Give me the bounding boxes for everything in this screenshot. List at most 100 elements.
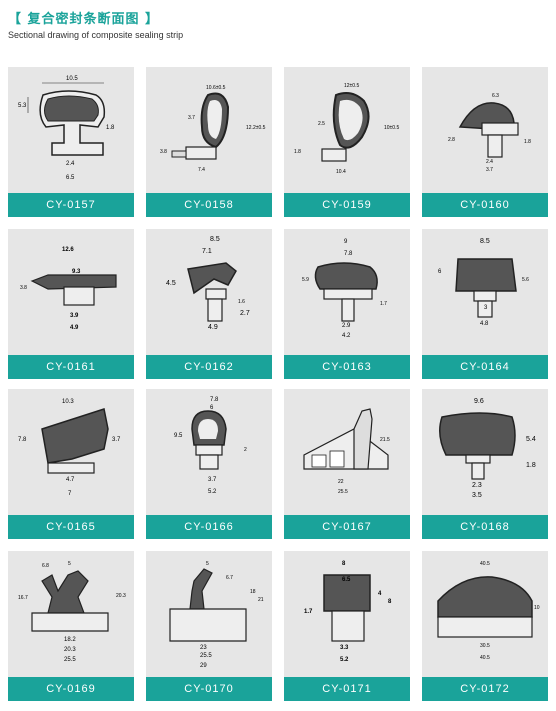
product-grid: 10.5 5.3 1.8 2.4 6.5 CY-0157 10.6±0.5 3.…: [8, 67, 548, 701]
dim-label: 12.2±0.5: [246, 125, 266, 131]
dim-label: 12±0.5: [344, 83, 359, 89]
product-card[interactable]: 6.8 5 16.7 20.3 18.2 20.3 25.5 CY-0169: [8, 551, 134, 701]
dim-label: 5.4: [526, 436, 536, 443]
dim-label: 9.6: [474, 398, 484, 405]
section-drawing: 12±0.5 10±0.5 2.5 1.8 10.4: [294, 83, 399, 175]
product-card[interactable]: 12±0.5 10±0.5 2.5 1.8 10.4 CY-0159: [284, 67, 410, 217]
dim-label: 2.8: [448, 137, 455, 143]
dim-label: 2.4: [66, 161, 75, 167]
dim-label: 4.5: [166, 280, 176, 287]
dim-label: 21.5: [380, 437, 390, 443]
dim-label: 7.1: [202, 248, 212, 255]
section-drawing: 6.3 2.8 3.7 2.4 1.8: [448, 93, 531, 173]
dim-label: 7: [68, 491, 72, 497]
product-card[interactable]: 12.6 9.3 3.8 3.9 4.9 CY-0161: [8, 229, 134, 379]
product-code: CY-0168: [422, 515, 548, 539]
product-code: CY-0163: [284, 355, 410, 379]
product-card[interactable]: 6.3 2.8 3.7 2.4 1.8 CY-0160: [422, 67, 548, 217]
dim-label: 9.5: [174, 433, 183, 439]
product-code: CY-0169: [8, 677, 134, 701]
product-code: CY-0158: [146, 193, 272, 217]
section-drawing: 8 6.5 4 8 1.7 3.3 5.2: [304, 561, 392, 663]
dim-label: 8.5: [210, 236, 220, 243]
dim-label: 21: [258, 597, 264, 603]
dim-label: 5: [68, 561, 71, 567]
dim-label: 1.8: [294, 149, 301, 155]
dim-label: 6.7: [226, 575, 233, 581]
section-drawing: 12.6 9.3 3.8 3.9 4.9: [20, 247, 117, 331]
dim-label: 6.5: [66, 175, 75, 181]
product-card[interactable]: 40.5 10 30.5 40.5 CY-0172: [422, 551, 548, 701]
dim-label: 23: [200, 645, 207, 651]
product-card[interactable]: 9.6 5.4 1.8 2.3 3.5 CY-0168: [422, 389, 548, 539]
dim-label: 5: [206, 561, 209, 567]
dim-label: 25.5: [338, 489, 348, 495]
section-drawing: 6.8 5 16.7 20.3 18.2 20.3 25.5: [18, 561, 126, 663]
dim-label: 3.8: [160, 149, 167, 155]
product-card[interactable]: 7.8 6 9.5 2 3.7 5.2 CY-0166: [146, 389, 272, 539]
product-code: CY-0161: [8, 355, 134, 379]
product-code: CY-0160: [422, 193, 548, 217]
product-card[interactable]: 5 6.7 18 21 23 25.5 29 CY-0170: [146, 551, 272, 701]
product-code: CY-0162: [146, 355, 272, 379]
section-drawing: 5 6.7 18 21 23 25.5 29: [169, 561, 264, 669]
product-card[interactable]: 8.5 7.1 4.5 2.7 4.9 1.6 CY-0162: [146, 229, 272, 379]
section-drawing: 10.6±0.5 3.7 12.2±0.5 7.4 3.8: [160, 85, 266, 173]
dim-label: 25.5: [200, 653, 212, 659]
dim-label: 10.6±0.5: [206, 85, 226, 91]
dim-label: 3.7: [486, 167, 493, 173]
dim-label: 7.8: [210, 397, 219, 403]
dim-label: 4.2: [342, 333, 351, 339]
dim-label: 6: [438, 269, 442, 275]
dim-label: 10.3: [62, 399, 74, 405]
dim-label: 9.3: [72, 269, 81, 275]
dim-label: 20.3: [116, 593, 126, 599]
product-code: CY-0170: [146, 677, 272, 701]
product-code: CY-0171: [284, 677, 410, 701]
dim-label: 2.9: [342, 323, 351, 329]
dim-label: 8.5: [480, 238, 490, 245]
dim-label: 1.6: [238, 299, 245, 305]
dim-label: 10: [534, 605, 540, 611]
product-card[interactable]: 10.6±0.5 3.7 12.2±0.5 7.4 3.8 CY-0158: [146, 67, 272, 217]
dim-label: 6: [210, 405, 214, 411]
product-card[interactable]: 21.5 22 25.5 CY-0167: [284, 389, 410, 539]
product-code: CY-0172: [422, 677, 548, 701]
dim-label: 10±0.5: [384, 125, 399, 131]
product-card[interactable]: 10.3 7.8 3.7 4.7 7 CY-0165: [8, 389, 134, 539]
section-drawing: 8.5 7.1 4.5 2.7 4.9 1.6: [166, 236, 250, 331]
dim-label: 10.4: [336, 169, 346, 175]
dim-label: 16.7: [18, 595, 28, 601]
dim-label: 4.8: [480, 321, 489, 327]
dim-label: 2: [244, 447, 247, 453]
dim-label: 3.3: [340, 645, 349, 651]
dim-label: 3.8: [20, 285, 27, 291]
dim-label: 5.2: [340, 657, 349, 663]
dim-label: 4.7: [66, 477, 75, 483]
product-card[interactable]: 9 7.8 5.9 1.7 2.9 4.2 CY-0163: [284, 229, 410, 379]
dim-label: 2.3: [472, 482, 482, 489]
dim-label: 30.5: [480, 643, 490, 649]
dim-label: 3.5: [472, 492, 482, 499]
dim-label: 10.5: [66, 76, 78, 82]
product-card[interactable]: 8 6.5 4 8 1.7 3.3 5.2 CY-0171: [284, 551, 410, 701]
dim-label: 6.5: [342, 577, 351, 583]
product-card[interactable]: 10.5 5.3 1.8 2.4 6.5 CY-0157: [8, 67, 134, 217]
section-drawing: 8.5 6 5.6 3 4.8: [438, 238, 529, 327]
product-code: CY-0157: [8, 193, 134, 217]
dim-label: 6.3: [492, 93, 499, 99]
dim-label: 5.9: [302, 277, 309, 283]
product-card[interactable]: 8.5 6 5.6 3 4.8 CY-0164: [422, 229, 548, 379]
dim-label: 18.2: [64, 637, 76, 643]
dim-label: 8: [342, 561, 346, 567]
product-code: CY-0159: [284, 193, 410, 217]
dim-label: 1.8: [524, 139, 531, 145]
dim-label: 40.5: [480, 655, 490, 661]
dim-label: 6.8: [42, 563, 49, 569]
section-drawing: 21.5 22 25.5: [303, 408, 390, 495]
product-code: CY-0167: [284, 515, 410, 539]
dim-label: 9: [344, 239, 348, 245]
dim-label: 4.9: [70, 325, 79, 331]
dim-label: 1.7: [380, 301, 387, 307]
section-drawing: 40.5 10 30.5 40.5: [437, 561, 540, 661]
